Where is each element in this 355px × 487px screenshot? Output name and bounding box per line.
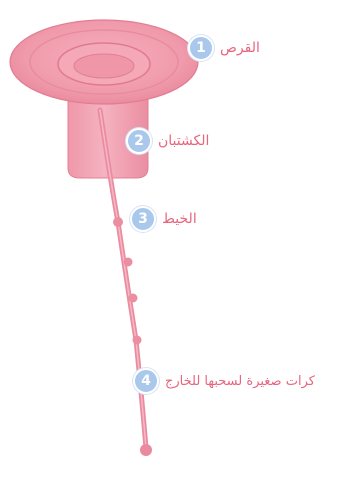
pull-beads [113,217,152,456]
disc-part [10,20,198,104]
callout-disc: 1 القرص [188,35,260,61]
bead [140,444,152,456]
callout-number-badge: 3 [130,206,156,232]
bead [113,217,123,227]
bead [124,258,133,267]
callout-number-badge: 1 [188,35,214,61]
callout-label: الخيط [162,211,197,227]
callout-string: 3 الخيط [130,206,197,232]
callout-label: الكشتبان [158,133,209,149]
callout-label: كرات صغيرة لسحبها للخارج [165,374,315,389]
callout-number-badge: 4 [133,368,159,394]
callout-thimble: 2 الكشتبان [126,128,209,154]
bead [133,336,142,345]
callout-label: القرص [220,40,260,56]
callout-number-badge: 2 [126,128,152,154]
bead [129,294,138,303]
callout-beads: 4 كرات صغيرة لسحبها للخارج [133,368,315,394]
